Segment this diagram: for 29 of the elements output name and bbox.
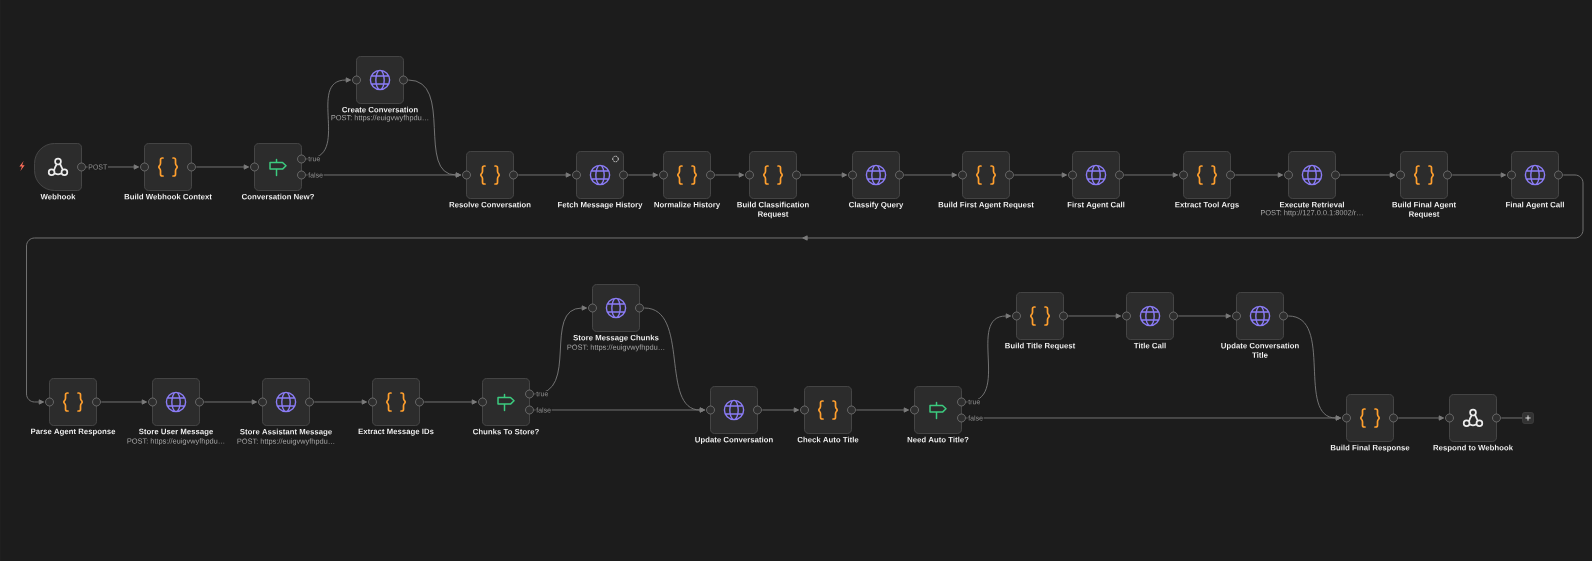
arrow bbox=[1123, 172, 1179, 178]
arrow bbox=[423, 399, 478, 405]
arrow bbox=[761, 407, 800, 413]
arrow bbox=[965, 313, 1012, 403]
arrow bbox=[1234, 172, 1284, 178]
arrow bbox=[714, 172, 745, 178]
arrow bbox=[1013, 172, 1068, 178]
arrow bbox=[800, 172, 848, 178]
arrow bbox=[1287, 315, 1342, 421]
arrow bbox=[1451, 172, 1507, 178]
arrow bbox=[407, 79, 462, 178]
arrow bbox=[533, 305, 588, 395]
arrow bbox=[903, 172, 958, 178]
arrow bbox=[643, 307, 706, 413]
arrow bbox=[195, 164, 250, 170]
arrow bbox=[85, 164, 140, 170]
arrow bbox=[203, 399, 258, 405]
arrow bbox=[517, 172, 572, 178]
arrow bbox=[1397, 415, 1445, 421]
arrow bbox=[1339, 172, 1396, 178]
arrow bbox=[1067, 313, 1122, 319]
arrow bbox=[100, 399, 148, 405]
arrow bbox=[26, 174, 1584, 405]
arrow bbox=[313, 399, 368, 405]
arrow bbox=[1177, 313, 1232, 319]
arrow bbox=[627, 172, 659, 178]
arrow bbox=[855, 407, 910, 413]
arrow bbox=[305, 77, 352, 160]
connector-line bbox=[1500, 417, 1523, 419]
